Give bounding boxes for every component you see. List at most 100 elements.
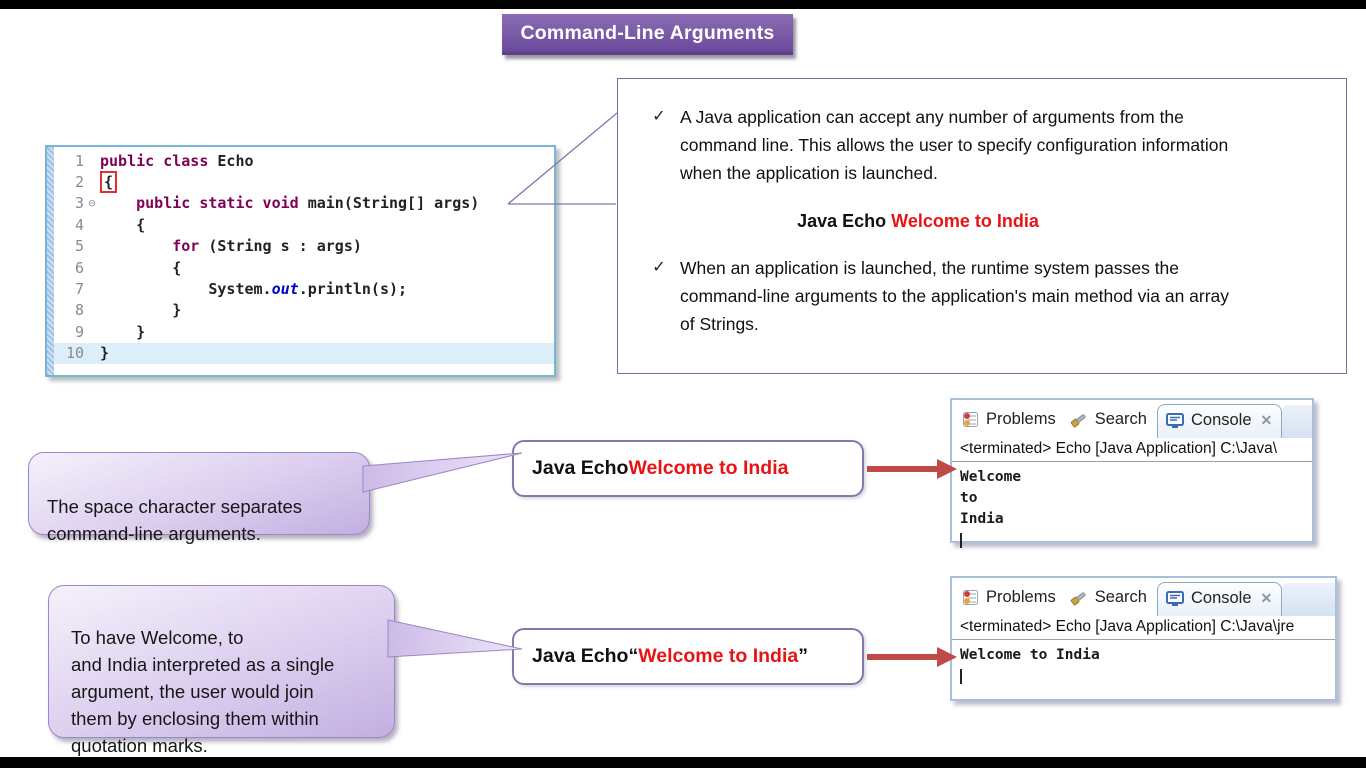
tab-bar-filler	[1282, 405, 1312, 438]
code-text: System.out.println(s);	[100, 280, 407, 298]
tab-search[interactable]: Search	[1066, 410, 1157, 438]
search-flashlight-icon	[1070, 413, 1086, 427]
code-static-field: out	[271, 280, 299, 299]
matched-brace-highlight: {	[100, 171, 118, 194]
fold-minus-icon[interactable]: ⊖	[88, 196, 96, 211]
line-number: 2	[74, 173, 84, 192]
example-command-line: Java Echo Welcome to India	[638, 211, 1198, 232]
code-plain: main(String[] args)	[307, 194, 480, 213]
line-number: 6	[74, 258, 84, 277]
code-line: 1 public class Echo	[54, 150, 554, 171]
code-keyword: public static void	[136, 194, 308, 213]
line-number: 1	[74, 151, 84, 170]
close-icon[interactable]: ✕	[1260, 590, 1273, 606]
code-text: }	[100, 344, 109, 362]
code-text: }	[100, 301, 181, 319]
console-monitor-icon	[1165, 590, 1184, 606]
problems-icon	[963, 590, 978, 605]
code-plain: {	[100, 258, 182, 277]
tab-bar-filler	[1282, 583, 1335, 616]
code-plain: {	[100, 215, 146, 234]
code-keyword: public class	[100, 151, 218, 170]
close-icon[interactable]: ✕	[1260, 412, 1273, 428]
code-plain: (String s : args)	[199, 237, 362, 256]
tab-label: Problems	[986, 588, 1056, 606]
view-tab-bar: Problems Search Console ✕	[952, 578, 1335, 616]
line-number: 8	[74, 301, 84, 320]
console-status-line: <terminated> Echo [Java Application] C:\…	[952, 616, 1335, 640]
check-bullet-icon: ✓	[652, 259, 666, 276]
code-editor: 1 public class Echo 2 { 3 ⊖ public stati…	[45, 145, 556, 377]
code-line-highlighted: 10 }	[54, 342, 554, 364]
code-line: 5 for (String s : args)	[54, 236, 554, 257]
code-line: 8 }	[54, 300, 554, 321]
callout-text: The space character separates command-li…	[47, 496, 303, 544]
code-line: 2 {	[54, 171, 554, 194]
editor-body: 1 public class Echo 2 { 3 ⊖ public stati…	[54, 150, 554, 364]
text-cursor	[960, 533, 962, 548]
tab-search[interactable]: Search	[1066, 588, 1157, 616]
console-output: Welcome to India	[952, 462, 1312, 551]
code-line: 3 ⊖ public static void main(String[] arg…	[54, 193, 554, 214]
search-flashlight-icon	[1070, 591, 1086, 605]
tab-label: Search	[1094, 588, 1147, 606]
bullet-item: ✓ A Java application can accept any numb…	[638, 103, 1322, 187]
tab-label: Search	[1094, 410, 1147, 428]
problems-icon	[963, 412, 978, 427]
line-number: 5	[74, 237, 84, 256]
console-output: Welcome to India	[952, 640, 1335, 687]
example-arguments: Welcome to India	[891, 211, 1039, 231]
code-text: {	[100, 216, 145, 234]
console-status-line: <terminated> Echo [Java Application] C:\…	[952, 438, 1312, 462]
code-keyword: for	[172, 237, 200, 256]
example-prefix: Java Echo	[797, 211, 892, 231]
command-box-quoted: Java Echo “Welcome to India”	[512, 628, 864, 685]
code-plain: System.	[100, 280, 272, 299]
code-line: 4 {	[54, 214, 554, 235]
code-text: {	[100, 171, 118, 194]
command-prefix: Java Echo	[532, 457, 629, 479]
output-line: Welcome	[960, 469, 1022, 485]
code-text: }	[100, 323, 145, 341]
code-text: {	[100, 259, 181, 277]
line-number: 9	[74, 322, 84, 341]
code-line: 7 System.out.println(s);	[54, 278, 554, 299]
code-indent	[100, 194, 136, 212]
callout-tail-1	[362, 452, 523, 493]
check-bullet-icon: ✓	[652, 108, 666, 125]
bullet-text: A Java application can accept any number…	[680, 107, 1229, 183]
line-number: 10	[65, 344, 84, 363]
line-number: 3	[74, 194, 84, 213]
callout-text: To have Welcome, to and India interprete…	[71, 627, 335, 756]
code-text: public class Echo	[100, 152, 254, 170]
output-line: Welcome to India	[960, 647, 1100, 663]
editor-annotation-strip	[47, 147, 54, 375]
callout-tail-2	[387, 619, 523, 658]
letterbox-top	[0, 0, 1366, 9]
tab-problems[interactable]: Problems	[958, 410, 1066, 438]
output-line: to	[960, 490, 978, 506]
code-plain: }	[100, 322, 146, 341]
code-plain: }	[100, 344, 110, 363]
tab-label: Console	[1190, 411, 1252, 429]
code-text: for (String s : args)	[100, 237, 362, 255]
command-prefix: Java Echo	[532, 645, 629, 667]
tab-problems[interactable]: Problems	[958, 588, 1066, 616]
info-box: ✓ A Java application can accept any numb…	[617, 78, 1347, 374]
bullet-item: ✓ When an application is launched, the r…	[638, 254, 1322, 338]
callout-space-character: The space character separates command-li…	[28, 452, 370, 544]
text-cursor	[960, 669, 962, 684]
tab-label: Problems	[986, 410, 1056, 428]
output-line: India	[960, 511, 1004, 527]
callout-quotation-marks: To have Welcome, to and India interprete…	[48, 585, 395, 756]
code-text: public static void main(String[] args)	[100, 194, 479, 212]
code-plain: .println(s);	[298, 280, 408, 299]
console-window-1: Problems Search Console ✕ <terminated> E…	[950, 398, 1314, 548]
code-line: 9 }	[54, 321, 554, 342]
tab-console-active[interactable]: Console ✕	[1156, 582, 1283, 616]
tab-console-active[interactable]: Console ✕	[1156, 404, 1283, 438]
command-box-unquoted: Java Echo Welcome to India	[512, 440, 864, 497]
code-indent	[100, 237, 172, 255]
view-tab-bar: Problems Search Console ✕	[952, 400, 1312, 438]
